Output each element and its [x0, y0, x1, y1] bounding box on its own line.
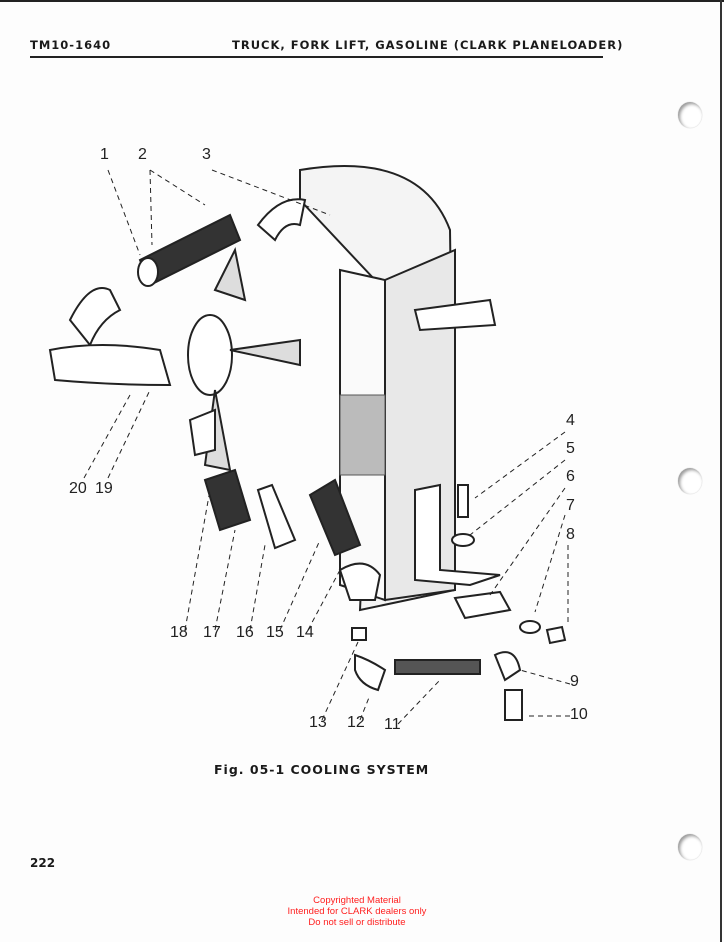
bolt [457, 484, 469, 518]
header-rule [30, 56, 603, 58]
mounting-bracket [413, 298, 497, 332]
radiator-support [414, 483, 501, 587]
callout-10: 10 [570, 706, 588, 723]
binder-hole [678, 468, 702, 494]
callout-4: 4 [566, 412, 575, 429]
callout-16: 16 [236, 624, 254, 641]
callout-20: 20 [69, 480, 87, 497]
callout-12: 12 [347, 714, 365, 731]
copyright-line-2: Intended for CLARK dealers only [287, 906, 427, 917]
callout-1: 1 [100, 146, 109, 163]
callout-5: 5 [566, 440, 575, 457]
plate [453, 590, 512, 620]
elbow [493, 651, 522, 682]
callout-17: 17 [203, 624, 221, 641]
hose-connector [256, 483, 297, 550]
elbow-fitting [354, 653, 387, 692]
callout-13: 13 [309, 714, 327, 731]
callout-9: 9 [570, 673, 579, 690]
lower-elbow [338, 562, 382, 601]
binder-hole [678, 102, 702, 128]
lower-hose-b [308, 478, 362, 557]
document-title: TRUCK, FORK LIFT, GASOLINE (CLARK PLANEL… [232, 38, 624, 52]
page-border-right [720, 0, 722, 942]
callout-8: 8 [566, 526, 575, 543]
pipe-nipple [394, 659, 481, 675]
copyright-line-1: Copyrighted Material [313, 895, 401, 906]
lower-hose-a [203, 468, 252, 532]
callout-3: 3 [202, 146, 211, 163]
drain-cock [504, 689, 523, 721]
callout-7: 7 [566, 497, 575, 514]
page-number: 222 [30, 856, 56, 870]
page-border-top [0, 0, 724, 2]
callout-14: 14 [296, 624, 314, 641]
callout-15: 15 [266, 624, 284, 641]
leader-lines [83, 169, 571, 725]
fan-pulley [187, 314, 233, 396]
callout-6: 6 [566, 468, 575, 485]
upper-elbow [256, 198, 307, 242]
copyright-line-3: Do not sell or distribute [308, 917, 406, 928]
plug [351, 627, 367, 641]
callout-2: 2 [138, 146, 147, 163]
callout-19: 19 [95, 480, 113, 497]
nut [545, 625, 567, 645]
callout-18: 18 [170, 624, 188, 641]
lock-washer [519, 620, 541, 634]
copyright-notice: Copyrighted Material Intended for CLARK … [262, 895, 452, 928]
callout-11: 11 [384, 716, 401, 733]
washer [451, 533, 475, 547]
figure-caption: Fig. 05-1 COOLING SYSTEM [214, 762, 430, 777]
document-number: TM10-1640 [30, 38, 112, 52]
binder-hole [678, 834, 702, 860]
thermostat-housing [48, 344, 172, 387]
